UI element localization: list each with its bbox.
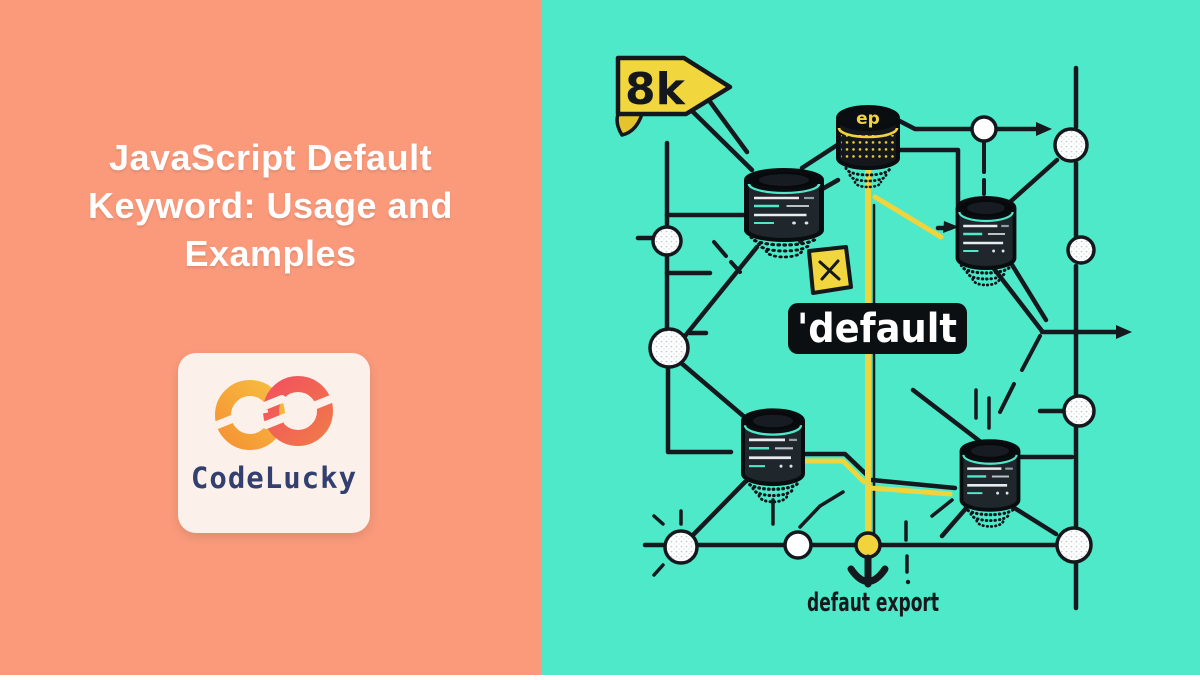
default-label-box: 'default <box>788 303 967 354</box>
database-module-icon <box>747 170 822 257</box>
database-module-icon <box>959 439 1021 529</box>
entry-module-label: ep <box>856 109 880 129</box>
left-panel: JavaScript Default Keyword: Usage and Ex… <box>0 0 541 675</box>
logo-card: CodeLucky <box>178 353 370 533</box>
flag-8k-badge: 8k <box>615 55 733 137</box>
infinity-logo-icon <box>208 376 340 450</box>
title-line-1: JavaScript Default <box>108 137 433 178</box>
database-module-icon <box>955 196 1017 287</box>
caption-text: defaut export <box>807 588 939 618</box>
export-arrow-icon <box>847 554 889 588</box>
brand-text: CodeLucky <box>190 461 358 495</box>
title-line-3: Examples <box>184 233 357 274</box>
page-title: JavaScript Default Keyword: Usage and Ex… <box>0 134 541 278</box>
database-module-icon <box>743 411 803 502</box>
title-line-2: Keyword: Usage and <box>87 185 454 226</box>
right-panel: ep 8k 'default defaut export <box>541 0 1200 675</box>
graph-nodes <box>648 115 1096 565</box>
entry-module-icon: ep <box>836 105 900 189</box>
cursor-kite-icon <box>807 245 853 295</box>
module-graph-illustration: ep 8k 'default defaut export <box>615 55 1132 618</box>
arrowheads <box>905 122 1132 585</box>
default-export-node <box>854 531 882 559</box>
flag-8k-label: 8k <box>625 64 687 115</box>
default-label-text: 'default <box>797 306 957 352</box>
